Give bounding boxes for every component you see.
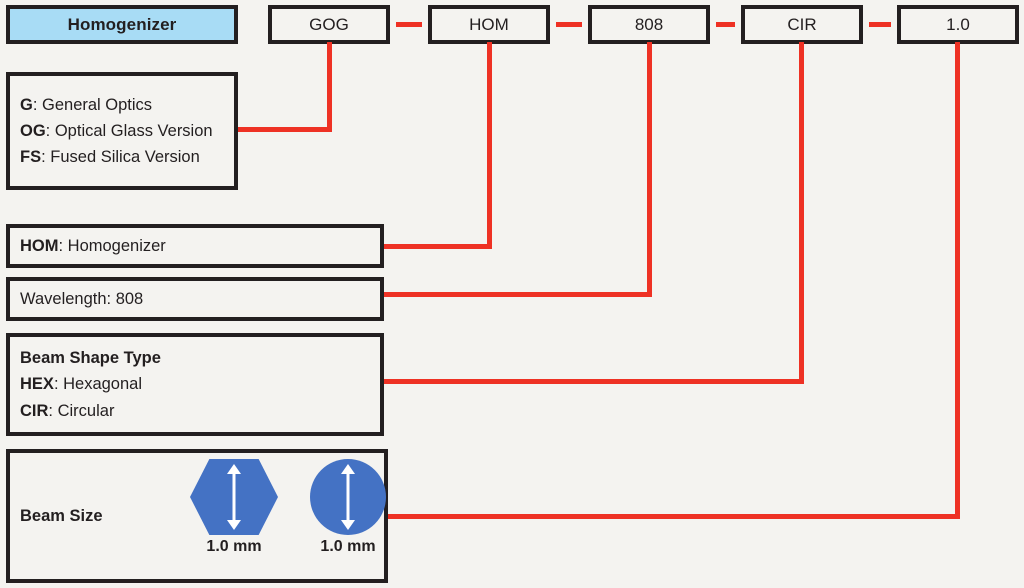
connector-beam-shape-horizontal xyxy=(382,379,804,384)
legend-line: HEX: Hexagonal xyxy=(20,371,142,397)
legend-box-version: G: General Optics OG: Optical Glass Vers… xyxy=(6,72,238,190)
code-segment-beam-size-label: 1.0 xyxy=(946,14,970,34)
code-separator-dash xyxy=(716,22,735,27)
code-segment-wavelength[interactable]: 808 xyxy=(588,5,710,44)
legend-value: Fused Silica Version xyxy=(50,148,200,167)
connector-beam-size-horizontal xyxy=(386,514,960,519)
code-separator-dash xyxy=(556,22,582,27)
legend-value: Circular xyxy=(57,401,115,420)
connector-product-vertical xyxy=(487,42,492,249)
legend-box-wavelength: Wavelength: 808 xyxy=(6,277,384,321)
legend-box-beam-size: Beam Size 1.0 mm xyxy=(6,449,388,583)
legend-heading-text: Beam Shape Type xyxy=(20,349,161,368)
connector-version-horizontal xyxy=(236,127,332,132)
legend-line: G: General Optics xyxy=(20,92,152,118)
circle-beam-icon xyxy=(304,459,392,535)
beam-size-shapes: 1.0 mm 1.0 mm xyxy=(186,459,396,556)
legend-value: Hexagonal xyxy=(63,375,142,394)
legend-sep: : xyxy=(58,236,68,255)
code-segment-product-label: HOM xyxy=(469,14,509,34)
connector-product-horizontal xyxy=(382,244,492,249)
product-title-box: Homogenizer xyxy=(6,5,238,44)
legend-sep: : xyxy=(32,95,43,114)
legend-value: Optical Glass Version xyxy=(54,121,213,140)
legend-sep: : xyxy=(45,121,55,140)
arrow-head-down xyxy=(227,520,241,530)
code-segment-beam-shape[interactable]: CIR xyxy=(741,5,863,44)
code-segment-beam-shape-label: CIR xyxy=(787,14,817,34)
code-separator-dash xyxy=(869,22,891,27)
legend-key: HOM xyxy=(20,236,59,255)
legend-sep: : xyxy=(41,148,51,167)
code-segment-version[interactable]: GOG xyxy=(268,5,390,44)
code-separator-dash xyxy=(396,22,422,27)
legend-key: CIR xyxy=(20,401,49,420)
legend-key: G xyxy=(20,95,33,114)
page-title: Homogenizer xyxy=(67,14,177,34)
legend-line: FS: Fused Silica Version xyxy=(20,144,200,170)
arrow-stem xyxy=(346,471,350,523)
arrow-head-down xyxy=(341,520,355,530)
legend-box-beam-shape: Beam Shape Type HEX: Hexagonal CIR: Circ… xyxy=(6,333,384,436)
code-segment-product[interactable]: HOM xyxy=(428,5,550,44)
connector-wavelength-vertical xyxy=(647,42,652,297)
arrow-stem xyxy=(232,471,236,523)
connector-wavelength-horizontal xyxy=(382,292,652,297)
code-segment-wavelength-label: 808 xyxy=(634,14,664,34)
arrow-head-up xyxy=(227,464,241,474)
legend-box-product: HOM: Homogenizer xyxy=(6,224,384,268)
legend-key: HEX xyxy=(20,375,54,394)
dimension-arrow-icon xyxy=(341,464,355,530)
code-segment-version-label: GOG xyxy=(309,14,349,34)
legend-heading-text: Beam Size xyxy=(20,506,103,525)
legend-value: Wavelength: 808 xyxy=(20,289,144,308)
legend-value: Homogenizer xyxy=(67,236,166,255)
legend-line: OG: Optical Glass Version xyxy=(20,118,213,144)
legend-heading: Beam Shape Type xyxy=(20,345,161,371)
hexagon-beam-icon xyxy=(190,459,278,535)
legend-key: OG xyxy=(20,121,46,140)
beam-size-circle-cell: 1.0 mm xyxy=(300,459,396,556)
legend-sep: : xyxy=(48,401,58,420)
dimension-arrow-icon xyxy=(227,464,241,530)
connector-version-vertical xyxy=(327,42,332,132)
legend-line: CIR: Circular xyxy=(20,398,114,424)
connector-beam-shape-vertical xyxy=(799,42,804,384)
legend-line: Wavelength: 808 xyxy=(20,286,143,312)
arrow-head-up xyxy=(341,464,355,474)
code-segment-beam-size[interactable]: 1.0 xyxy=(897,5,1019,44)
connector-beam-size-vertical xyxy=(955,42,960,519)
beam-size-label: 1.0 mm xyxy=(206,538,262,555)
beam-size-hexagon-cell: 1.0 mm xyxy=(186,459,282,556)
legend-value: General Optics xyxy=(42,95,153,114)
legend-sep: : xyxy=(53,375,64,394)
legend-key: FS xyxy=(20,148,42,167)
beam-size-label: 1.0 mm xyxy=(320,538,376,555)
legend-line: HOM: Homogenizer xyxy=(20,233,166,259)
